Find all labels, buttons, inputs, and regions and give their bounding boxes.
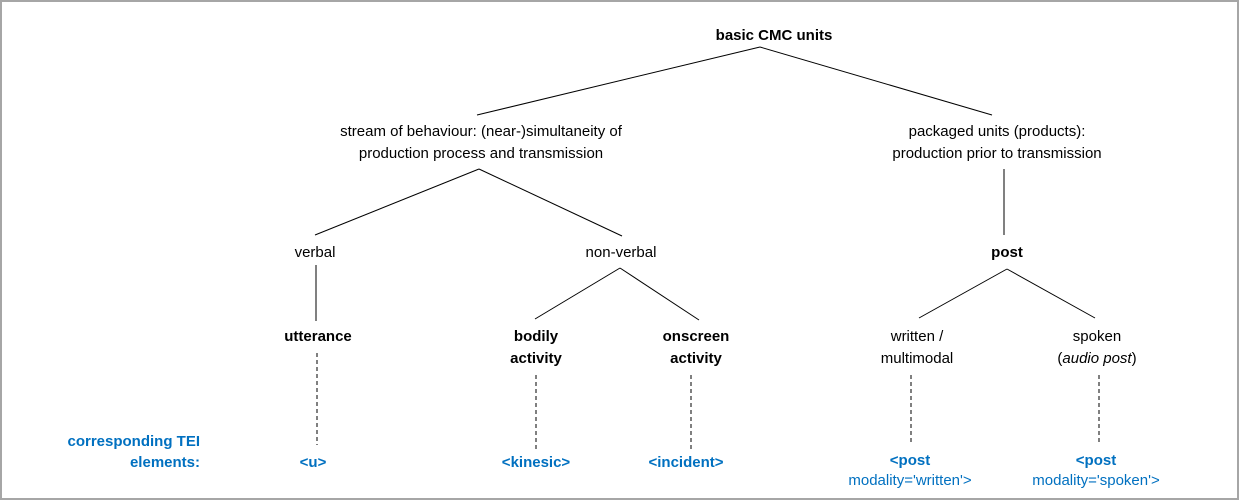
- node-spoken-line2: (audio post): [1057, 350, 1137, 367]
- node-onscreen-line1: onscreen: [662, 328, 730, 345]
- edge-post-spoken: [1006, 268, 1096, 319]
- node-written-multimodal: written / multimodal: [881, 326, 954, 370]
- tei-element-kinesic: <kinesic>: [501, 454, 571, 471]
- node-packaged-line1: packaged units (products):: [908, 123, 1086, 140]
- node-stream-line2: production process and transmission: [358, 145, 604, 162]
- tei-element-u: <u>: [299, 454, 327, 471]
- node-bodily-line2: activity: [510, 350, 562, 367]
- edge-nonverbal-onscreen: [619, 267, 700, 321]
- edge-post-written: [918, 268, 1008, 319]
- audio-post-italic: audio post: [1062, 350, 1132, 367]
- node-bodily-line1: bodily: [513, 328, 559, 345]
- node-packaged-units: packaged units (products): production pr…: [892, 121, 1101, 165]
- tei-caption-line2: elements:: [129, 454, 200, 471]
- edge-nonverbal-bodily: [534, 267, 621, 320]
- edge-root-packaged: [759, 46, 993, 116]
- tei-post-written-line1: <post: [889, 452, 931, 469]
- node-bodily-activity: bodily activity: [510, 326, 562, 370]
- tei-element-incident: <incident>: [648, 454, 724, 471]
- node-verbal: verbal: [294, 244, 336, 261]
- node-written-line1: written /: [890, 328, 944, 345]
- tei-post-spoken-line2: modality='spoken'>: [1032, 472, 1160, 489]
- node-stream-line1: stream of behaviour: (near-)simultaneity…: [340, 123, 622, 140]
- edge-root-stream: [476, 46, 761, 116]
- edge-stream-nonverbal: [478, 168, 623, 237]
- tei-post-spoken-line1: <post: [1075, 452, 1117, 469]
- node-utterance: utterance: [284, 328, 352, 345]
- node-onscreen-activity: onscreen activity: [663, 326, 730, 370]
- tei-element-post-written: <post modality='written'>: [848, 451, 971, 491]
- node-onscreen-line2: activity: [670, 350, 722, 367]
- tei-element-post-spoken: <post modality='spoken'>: [1032, 451, 1159, 491]
- node-written-line2: multimodal: [880, 350, 954, 367]
- tei-caption-line1: corresponding TEI: [67, 433, 200, 450]
- node-spoken-audio-post: spoken (audio post): [1057, 326, 1136, 370]
- node-non-verbal: non-verbal: [585, 244, 657, 261]
- node-basic-cmc-units: basic CMC units: [715, 27, 833, 44]
- node-stream-of-behaviour: stream of behaviour: (near-)simultaneity…: [340, 121, 622, 165]
- node-post: post: [991, 244, 1023, 261]
- tei-post-written-line2: modality='written'>: [848, 472, 972, 489]
- node-packaged-line2: production prior to transmission: [892, 145, 1102, 162]
- edge-stream-verbal: [314, 168, 480, 236]
- node-spoken-line1: spoken: [1072, 328, 1122, 345]
- tei-caption: corresponding TEI elements:: [42, 431, 200, 473]
